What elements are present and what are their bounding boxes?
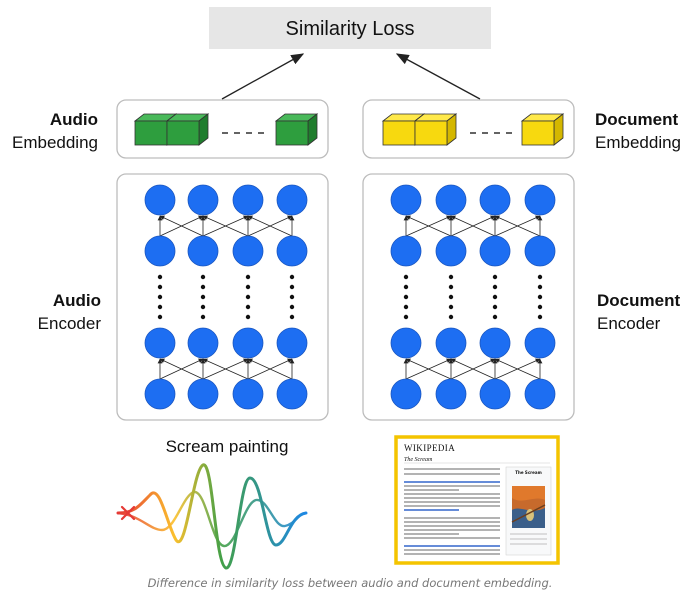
neuron-node bbox=[390, 184, 422, 216]
layer-ellipsis bbox=[289, 274, 295, 320]
neuron-node bbox=[479, 327, 511, 359]
document-encoder-title: Document bbox=[597, 291, 680, 310]
net-connection bbox=[159, 358, 204, 380]
layer-ellipsis bbox=[448, 274, 454, 320]
neuron-node bbox=[187, 184, 219, 216]
wiki-body-text bbox=[404, 468, 500, 555]
neuron-node bbox=[435, 327, 467, 359]
net-connection bbox=[405, 215, 452, 237]
document-embedding-vector bbox=[381, 113, 565, 146]
embedding-cube bbox=[274, 113, 319, 146]
neuron-node bbox=[435, 378, 467, 410]
similarity-loss-label: Similarity Loss bbox=[286, 18, 415, 40]
neuron-node bbox=[232, 327, 264, 359]
neuron-node bbox=[524, 235, 556, 267]
neuron-node bbox=[232, 184, 264, 216]
scream-painting-label: Scream painting bbox=[166, 437, 289, 456]
layer-ellipsis bbox=[403, 274, 409, 320]
neuron-node bbox=[390, 378, 422, 410]
neuron-node bbox=[144, 378, 176, 410]
audio-waveform-icon bbox=[116, 463, 308, 570]
net-connection bbox=[202, 215, 249, 237]
similarity-loss-box bbox=[209, 7, 491, 49]
figure-caption: Difference in similarity loss between au… bbox=[148, 576, 553, 590]
net-connection bbox=[247, 358, 293, 380]
document-encoder-box bbox=[362, 173, 575, 421]
wikipedia-logo-text: WIKIPEDIA bbox=[404, 443, 455, 453]
net-connection bbox=[247, 215, 293, 237]
audio-encoder-sub: Encoder bbox=[38, 314, 102, 333]
document-embedding-title: Document bbox=[595, 110, 678, 129]
document-encoder-network bbox=[390, 184, 556, 410]
neuron-node bbox=[276, 184, 308, 216]
neuron-node bbox=[276, 378, 308, 410]
net-connection bbox=[450, 215, 496, 237]
layer-ellipsis bbox=[492, 274, 498, 320]
layer-ellipsis bbox=[245, 274, 251, 320]
wikipedia-document: WIKIPEDIA The Scream The Scream bbox=[394, 435, 560, 565]
neuron-node bbox=[232, 378, 264, 410]
neuron-node bbox=[232, 235, 264, 267]
layer-ellipsis bbox=[200, 274, 206, 320]
neuron-node bbox=[276, 235, 308, 267]
neuron-node bbox=[187, 327, 219, 359]
embedding-cube bbox=[520, 113, 565, 146]
net-connection bbox=[494, 358, 541, 380]
audio-encoder-box bbox=[116, 173, 329, 421]
net-connection bbox=[405, 358, 452, 380]
left-arrow bbox=[221, 53, 305, 100]
neuron-node bbox=[144, 327, 176, 359]
neuron-node bbox=[524, 184, 556, 216]
neuron-node bbox=[524, 327, 556, 359]
embedding-cube bbox=[165, 113, 210, 146]
right-arrow bbox=[395, 53, 481, 100]
audio-embedding-title: Audio bbox=[50, 110, 98, 129]
net-connection bbox=[450, 358, 496, 380]
neuron-node bbox=[479, 235, 511, 267]
net-connection bbox=[159, 215, 204, 237]
wiki-infobox-title: The Scream bbox=[515, 470, 542, 475]
neuron-node bbox=[390, 235, 422, 267]
neuron-node bbox=[187, 378, 219, 410]
neuron-node bbox=[479, 378, 511, 410]
layer-ellipsis bbox=[537, 274, 543, 320]
neuron-node bbox=[435, 184, 467, 216]
net-connection bbox=[202, 358, 249, 380]
embedding-cube bbox=[413, 113, 458, 146]
neuron-node bbox=[144, 235, 176, 267]
audio-embedding-vector bbox=[133, 113, 319, 146]
audio-embedding-sub: Embedding bbox=[12, 133, 98, 152]
document-encoder-sub: Encoder bbox=[597, 314, 661, 333]
neuron-node bbox=[479, 184, 511, 216]
neuron-node bbox=[144, 184, 176, 216]
audio-encoder-network bbox=[144, 184, 308, 410]
audio-encoder-title: Audio bbox=[53, 291, 101, 310]
document-embedding-sub: Embedding bbox=[595, 133, 681, 152]
layer-ellipsis bbox=[157, 274, 163, 320]
wiki-article-title: The Scream bbox=[404, 457, 433, 463]
neuron-node bbox=[276, 327, 308, 359]
neuron-node bbox=[435, 235, 467, 267]
neuron-node bbox=[524, 378, 556, 410]
neuron-node bbox=[390, 327, 422, 359]
neuron-node bbox=[187, 235, 219, 267]
net-connection bbox=[494, 215, 541, 237]
